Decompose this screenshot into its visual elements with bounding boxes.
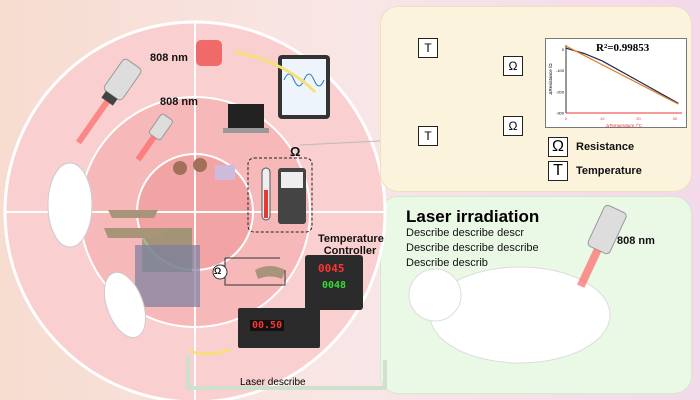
controller-display-bottom: 0048 xyxy=(322,280,347,291)
omega-icon: Ω xyxy=(548,137,568,157)
series-line-measured xyxy=(565,47,679,104)
y-axis-label: ΔResistance /Ω xyxy=(548,63,553,95)
x-tick-label: 10 xyxy=(600,116,605,121)
y-tick-label: -300 xyxy=(556,111,565,116)
laser-wavelength-inner: 808 nm xyxy=(160,96,198,108)
legend-resistance: Ω Resistance xyxy=(548,137,634,157)
y-tick-label: -200 xyxy=(556,89,565,94)
temperature-controller-title: Temperature Controller xyxy=(318,233,384,257)
controller-display-top: 0045 xyxy=(318,262,345,275)
irradiation-laser-wavelength: 808 nm xyxy=(617,235,655,247)
x-tick-label: 20 xyxy=(636,116,641,121)
y-tick-label: -100 xyxy=(556,68,565,73)
power-supply-display: 00.50 xyxy=(250,320,285,331)
irradiation-description: Describe describe descr Describe describ… xyxy=(406,227,539,269)
laser-wavelength-outer: 808 nm xyxy=(150,52,188,64)
series-line-fit xyxy=(565,45,679,105)
x-tick-label: 0 xyxy=(565,116,568,121)
seesaw2-temperature-sign: T xyxy=(418,126,438,146)
seesaw-temperature-sign: T xyxy=(418,38,438,58)
seesaw-resistance-sign: Ω xyxy=(503,56,523,76)
chart-r-squared: R²=0.99853 xyxy=(596,42,650,54)
legend-temperature: T Temperature xyxy=(548,161,642,181)
y-tick-label: 0 xyxy=(562,47,565,52)
irradiation-title: Laser irradiation xyxy=(406,207,540,226)
seesaw2-resistance-sign: Ω xyxy=(503,116,523,136)
ohm-symbol: Ω xyxy=(290,144,301,159)
temperature-t-icon: T xyxy=(548,161,568,181)
footer-label: Laser describe xyxy=(240,377,306,388)
x-tick-label: 30 xyxy=(673,116,678,121)
ohmmeter-symbol: Ω xyxy=(214,266,222,276)
x-axis-label: ΔTemperature /°C xyxy=(606,123,643,128)
